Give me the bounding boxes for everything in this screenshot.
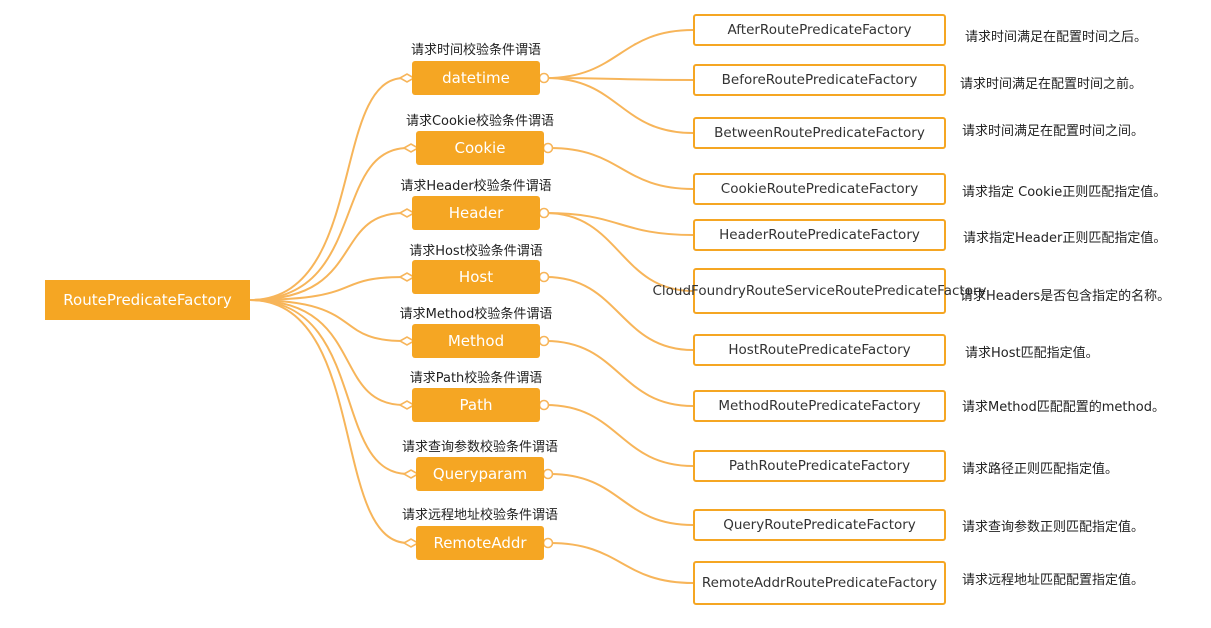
root-to-category-edge [249, 299, 409, 544]
category-to-factory-edge [545, 77, 694, 134]
root-to-category-edge [249, 299, 405, 406]
category-caption: 请求Header校验条件谓语 [400, 179, 552, 194]
root-node[interactable]: RoutePredicateFactory [45, 280, 250, 320]
root-to-category-edge [249, 299, 405, 342]
category-node-path[interactable]: Path [412, 388, 540, 422]
branch-dot [542, 537, 554, 549]
factory-node-query[interactable]: QueryRoutePredicateFactory [693, 509, 946, 541]
root-to-category-edge [249, 77, 405, 301]
factory-description: 请求查询参数正则匹配指定值。 [962, 520, 1145, 535]
branch-dot [542, 468, 554, 480]
factory-node-after[interactable]: AfterRoutePredicateFactory [693, 14, 946, 46]
category-to-factory-edge [545, 77, 694, 81]
category-caption: 请求Path校验条件谓语 [409, 371, 543, 386]
category-node-method[interactable]: Method [412, 324, 540, 358]
branch-dot [538, 72, 550, 84]
category-node-queryparam[interactable]: Queryparam [416, 457, 544, 491]
category-caption: 请求Cookie校验条件谓语 [405, 114, 555, 129]
category-caption: 请求远程地址校验条件谓语 [401, 508, 558, 523]
root-to-category-edge [249, 276, 405, 301]
factory-description: 请求Method匹配配置的method。 [962, 400, 1165, 415]
category-caption: 请求Host校验条件谓语 [409, 244, 543, 259]
category-node-header[interactable]: Header [412, 196, 540, 230]
factory-node-remoteaddr[interactable]: RemoteAddrRoutePredicateFactory [693, 561, 946, 605]
factory-description: 请求Host匹配指定值。 [965, 346, 1099, 361]
factory-node-path[interactable]: PathRoutePredicateFactory [693, 450, 946, 482]
category-to-factory-edge [545, 404, 694, 467]
category-node-cookie[interactable]: Cookie [416, 131, 544, 165]
factory-node-cloudfoundry[interactable]: CloudFoundryRouteServiceRoutePredicateFa… [653, 268, 987, 314]
factory-description: 请求Headers是否包含指定的名称。 [960, 289, 1171, 304]
factory-description: 请求指定Header正则匹配指定值。 [963, 231, 1167, 246]
root-to-category-edge [249, 212, 405, 301]
factory-description: 请求远程地址匹配配置指定值。 [962, 573, 1145, 588]
category-caption: 请求Method校验条件谓语 [399, 307, 553, 322]
root-to-category-edge [249, 299, 409, 475]
root-to-category-edge [249, 147, 409, 301]
factory-description: 请求路径正则匹配指定值。 [962, 462, 1119, 477]
factory-description: 请求时间满足在配置时间之后。 [965, 30, 1148, 45]
category-caption: 请求时间校验条件谓语 [410, 43, 541, 58]
branch-dot [538, 335, 550, 347]
category-node-host[interactable]: Host [412, 260, 540, 294]
category-to-factory-edge [545, 29, 694, 79]
category-to-factory-edge [549, 542, 694, 584]
category-caption: 请求查询参数校验条件谓语 [401, 440, 558, 455]
branch-dot [538, 207, 550, 219]
category-node-remoteaddr[interactable]: RemoteAddr [416, 526, 544, 560]
category-to-factory-edge [545, 276, 694, 351]
factory-node-method[interactable]: MethodRoutePredicateFactory [693, 390, 946, 422]
category-node-datetime[interactable]: datetime [412, 61, 540, 95]
factory-node-cookie[interactable]: CookieRoutePredicateFactory [693, 173, 946, 205]
category-to-factory-edge [549, 473, 694, 526]
factory-node-before[interactable]: BeforeRoutePredicateFactory [693, 64, 946, 96]
factory-description: 请求时间满足在配置时间之间。 [962, 124, 1145, 139]
category-to-factory-edge [545, 212, 694, 292]
category-to-factory-edge [545, 340, 694, 407]
branch-dot [538, 271, 550, 283]
factory-node-between[interactable]: BetweenRoutePredicateFactory [693, 117, 946, 149]
factory-description: 请求时间满足在配置时间之前。 [960, 77, 1143, 92]
branch-dot [542, 142, 554, 154]
factory-node-header[interactable]: HeaderRoutePredicateFactory [693, 219, 946, 251]
factory-description: 请求指定 Cookie正则匹配指定值。 [962, 185, 1167, 200]
factory-node-host[interactable]: HostRoutePredicateFactory [693, 334, 946, 366]
category-to-factory-edge [549, 147, 694, 190]
branch-dot [538, 399, 550, 411]
category-to-factory-edge [545, 212, 694, 236]
